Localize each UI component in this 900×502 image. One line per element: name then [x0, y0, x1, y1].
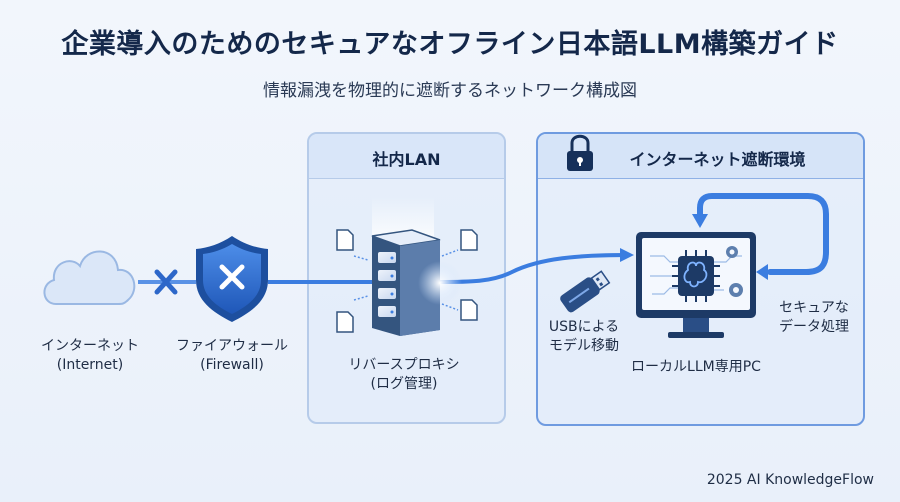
isolated-panel-title: インターネット遮断環境: [629, 150, 806, 169]
document-icon: [336, 229, 478, 333]
connection-proxy-pc: [437, 253, 629, 284]
proxy-label-en: (ログ管理): [370, 376, 438, 392]
cycle-arrowhead-down: [692, 214, 708, 228]
secure-label-line1: セキュアな: [779, 300, 849, 316]
usb-label: USBによる モデル移動: [538, 318, 630, 356]
firewall-label: ファイアウォール (Firewall): [162, 337, 302, 375]
firewall-label-en: (Firewall): [200, 357, 264, 373]
internet-label-ja: インターネット: [41, 338, 139, 354]
secure-processing-label: セキュアな データ処理: [768, 299, 860, 337]
ai-chip-icon: [672, 250, 720, 302]
usb-label-line1: USBによる: [548, 319, 620, 335]
usb-label-line2: モデル移動: [549, 338, 619, 354]
cloud-icon: [43, 250, 136, 305]
gear-icon: [726, 246, 743, 297]
proxy-label-ja: リバースプロキシ: [348, 357, 460, 373]
usb-icon: [560, 270, 611, 313]
llm-pc-label: ローカルLLM専用PC: [631, 359, 761, 375]
shield-icon: [196, 236, 268, 322]
credit-text: 2025 AI KnowledgeFlow: [706, 472, 874, 488]
page-subtitle: 情報漏洩を物理的に遮断するネットワーク構成図: [263, 81, 637, 101]
server-glow: [418, 261, 462, 305]
block-x-icon: [154, 269, 178, 295]
arrowhead-to-pc: [620, 248, 634, 262]
internet-label: インターネット (Internet): [30, 337, 150, 375]
proxy-label: リバースプロキシ (ログ管理): [338, 356, 470, 394]
lan-panel-header: 社内LAN: [309, 134, 504, 179]
lan-panel-title: 社内LAN: [372, 150, 441, 169]
cycle-arrow-icon: [697, 193, 829, 275]
cycle-arrowhead-left: [756, 264, 768, 280]
lock-icon: [567, 134, 593, 171]
internet-label-en: (Internet): [56, 357, 124, 373]
secure-label-line2: データ処理: [779, 319, 849, 335]
document-arrows: [353, 249, 459, 311]
page-title: 企業導入のためのセキュアなオフライン日本語LLM構築ガイド: [61, 29, 839, 60]
firewall-label-ja: ファイアウォール: [176, 338, 288, 354]
